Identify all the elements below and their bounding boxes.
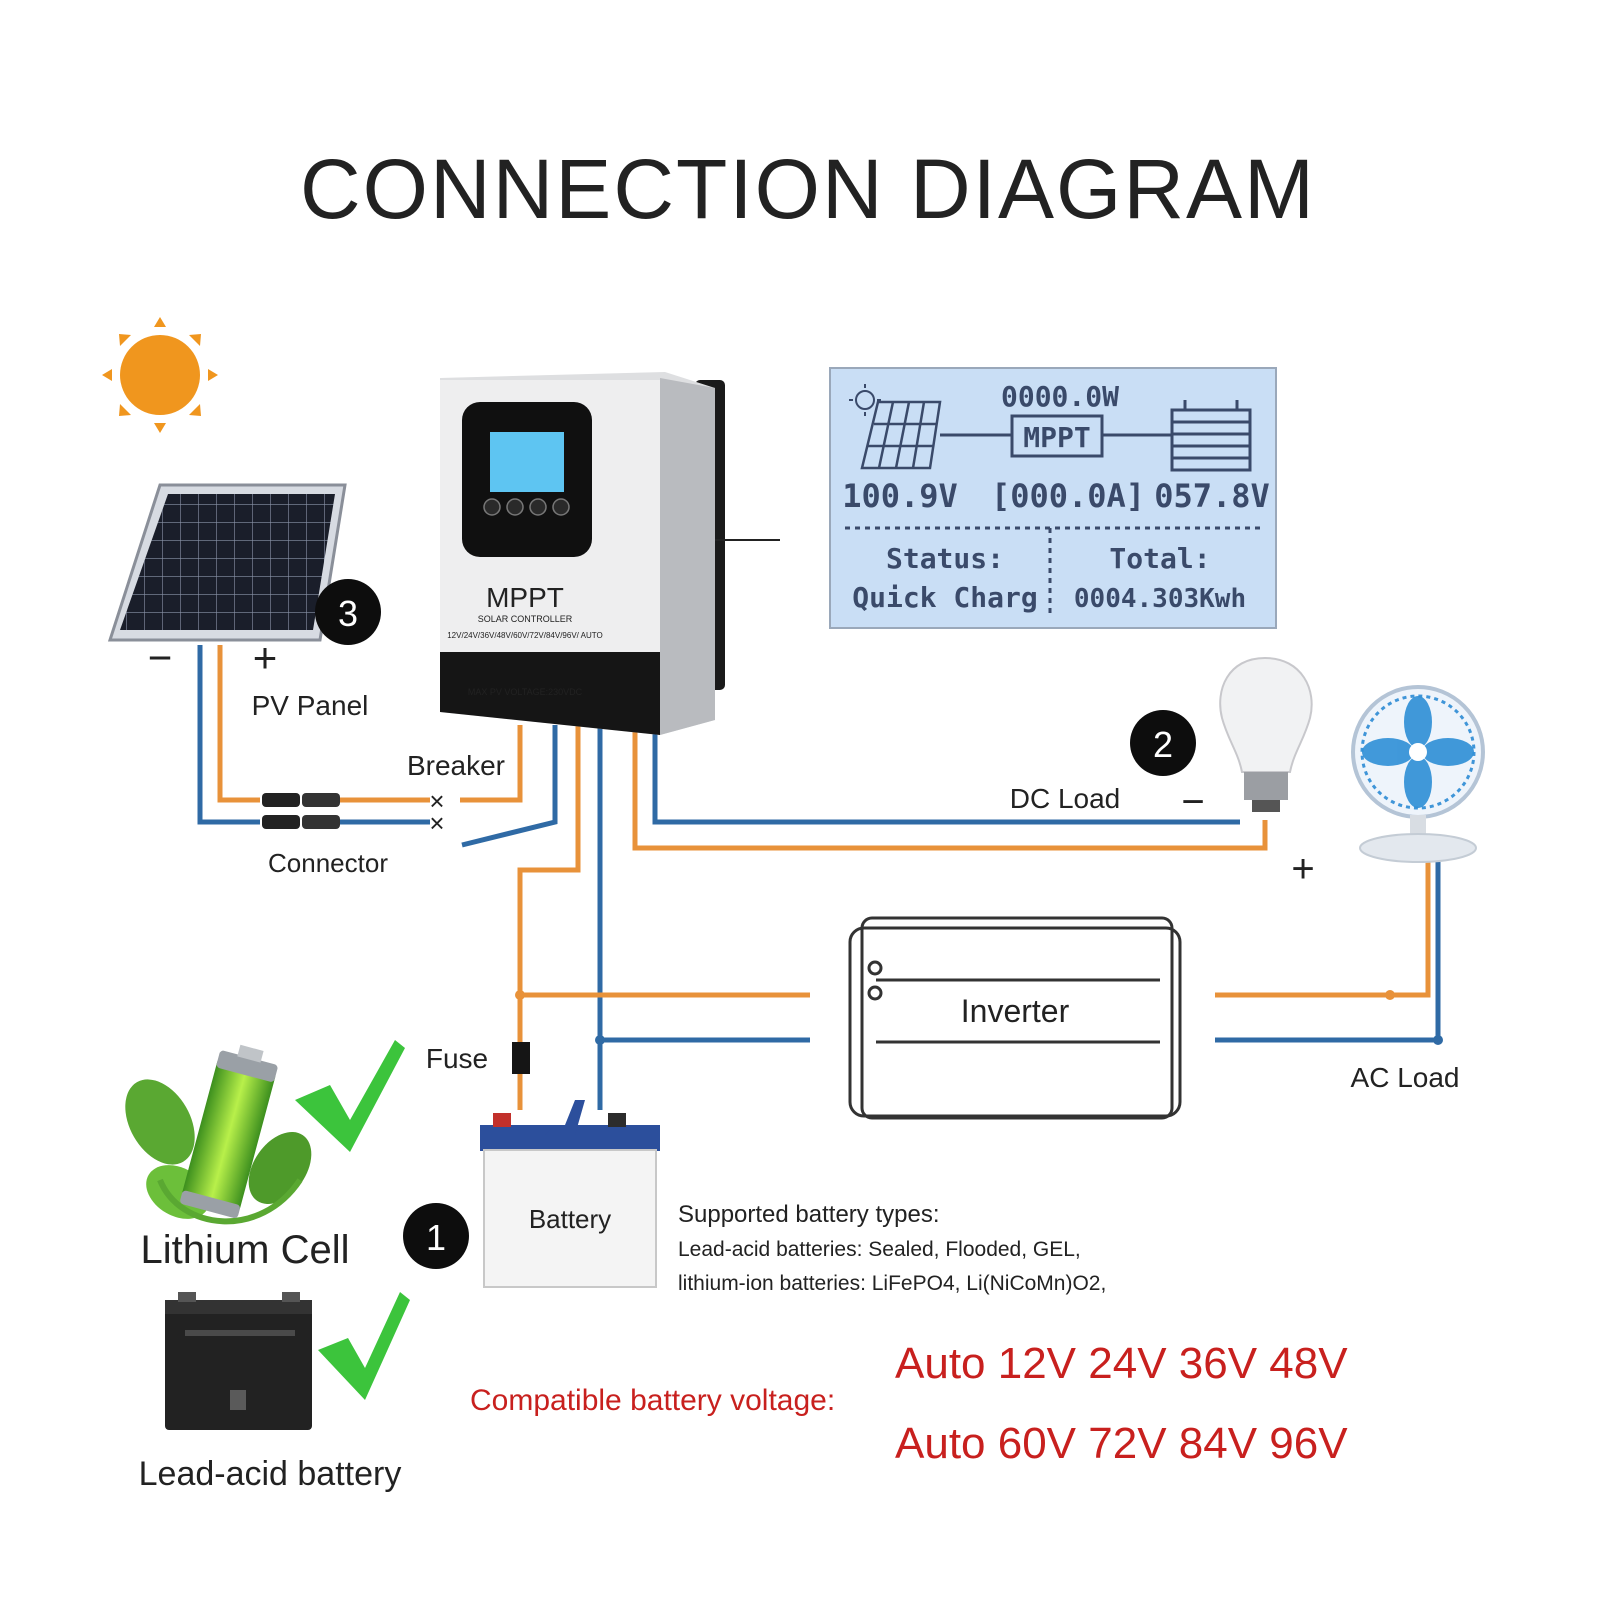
- ac-load-wire-orange: [1215, 862, 1431, 998]
- pv-panel-label: PV Panel: [252, 690, 369, 721]
- mppt-controller: MPPT SOLAR CONTROLLER 12V/24V/36V/48V/60…: [440, 372, 780, 735]
- sun-icon: [102, 317, 218, 433]
- compatible-label: Compatible battery voltage:: [470, 1384, 835, 1417]
- solar-panel-icon: [860, 400, 942, 470]
- battery-label: Battery: [529, 1204, 611, 1234]
- ac-load-wire-blue: [1215, 862, 1441, 1043]
- lcd-power: 0000.0W: [1001, 380, 1119, 413]
- connector-label: Connector: [268, 848, 388, 878]
- breaker-x-mark: ×: [429, 786, 444, 816]
- fuse-icon: [512, 1042, 530, 1074]
- controller-max-pv: MAX PV VOLTAGE:230VDC: [468, 687, 583, 697]
- dc-load-positive-wire: [632, 725, 1268, 851]
- junction-dot: [595, 1035, 605, 1045]
- breaker-label: Breaker: [407, 750, 505, 781]
- breaker-blue-wire: [461, 725, 558, 848]
- lcd-status-value: Quick Charg: [852, 581, 1037, 614]
- inverter: [848, 916, 1182, 1120]
- light-bulb-icon: [1219, 656, 1313, 812]
- ac-load-label: AC Load: [1351, 1062, 1460, 1093]
- compatible-row-2: Auto 60V 72V 84V 96V: [895, 1419, 1348, 1468]
- breaker-x-mark: ×: [429, 808, 444, 838]
- svg-text:3: 3: [338, 593, 358, 634]
- check-icon: [318, 1292, 410, 1400]
- supported-heading: Supported battery types:: [678, 1201, 940, 1228]
- dc-minus-sign: −: [1181, 780, 1204, 824]
- lcd-pv-voltage: 100.9V: [842, 477, 958, 515]
- pv-positive-wire: [217, 645, 260, 803]
- badge-2: 2: [1130, 710, 1196, 776]
- battery-icon: [480, 1100, 660, 1288]
- controller-subtitle: SOLAR CONTROLLER: [478, 614, 573, 624]
- junction-dot: [1385, 990, 1395, 1000]
- lcd-total-label: Total:: [1109, 542, 1210, 575]
- lcd-total-value: 0004.303Kwh: [1074, 584, 1246, 614]
- compatible-row-1: Auto 12V 24V 36V 48V: [895, 1339, 1348, 1388]
- lithium-cell-label: Lithium Cell: [141, 1228, 350, 1272]
- pv-negative-wire: [197, 645, 260, 825]
- check-icon: [295, 1040, 405, 1152]
- supported-line-1: Lead-acid batteries: Sealed, Flooded, GE…: [678, 1238, 1081, 1261]
- pv-panel: − + PV Panel: [107, 483, 369, 721]
- dc-plus-sign: +: [1291, 847, 1314, 891]
- junction-dot: [1433, 1035, 1443, 1045]
- lcd-status-label: Status:: [886, 542, 1004, 575]
- lithium-cell-icon: [125, 1044, 312, 1225]
- controller-voltages: 12V/24V/36V/48V/60V/72V/84V/96V/ AUTO: [447, 631, 603, 640]
- fan-icon: [1351, 685, 1485, 863]
- pv-minus-sign: −: [148, 634, 173, 681]
- badge-3: 3: [315, 579, 381, 645]
- connector-plugs: [262, 793, 340, 829]
- dc-load-negative-wire: [652, 725, 1240, 825]
- lcd-mode: MPPT: [1023, 421, 1090, 454]
- inverter-label: Inverter: [961, 993, 1070, 1029]
- fuse-label: Fuse: [426, 1043, 488, 1074]
- page-title: CONNECTION DIAGRAM: [300, 142, 1316, 236]
- lcd-battery-voltage: 057.8V: [1154, 477, 1270, 515]
- breaker-orange-wire: [460, 725, 523, 803]
- dc-load-label: DC Load: [1010, 783, 1121, 814]
- controller-brand: MPPT: [486, 582, 564, 613]
- svg-text:1: 1: [426, 1217, 446, 1258]
- battery-icon: [1170, 400, 1252, 472]
- lcd-current: [000.0A]: [991, 477, 1145, 515]
- junction-dot: [515, 990, 525, 1000]
- lead-acid-battery-icon: [165, 1292, 312, 1430]
- supported-line-2: lithium-ion batteries: LiFePO4, Li(NiCoM…: [678, 1272, 1106, 1295]
- pv-plus-sign: +: [253, 634, 278, 681]
- sun-icon: [849, 384, 881, 416]
- svg-text:2: 2: [1153, 724, 1173, 765]
- lcd-display: 0000.0W MPPT 100.9V [000.0A] 057.8V Stat…: [829, 367, 1277, 629]
- badge-1: 1: [403, 1203, 469, 1269]
- lead-acid-label: Lead-acid battery: [139, 1455, 402, 1493]
